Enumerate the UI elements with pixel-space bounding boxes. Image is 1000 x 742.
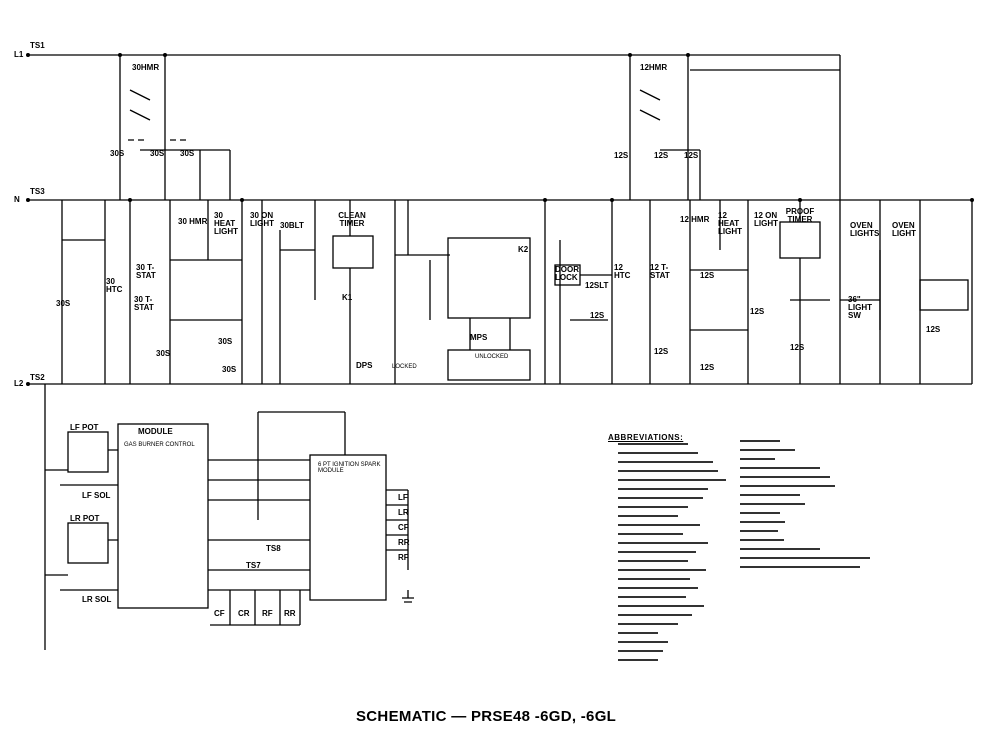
clean-timer-label: CLEAN TIMER — [338, 211, 366, 228]
htc-30-label: 30 HTC — [106, 277, 123, 294]
n-label: N — [14, 195, 20, 204]
mps-box — [447, 349, 531, 381]
gas-burner-control-module — [117, 423, 209, 609]
mps-label: MPS — [470, 333, 488, 342]
relay-12hmr-label: 12HMR — [640, 63, 668, 72]
lf-pot-box — [67, 431, 109, 473]
l1-label: L1 — [14, 50, 24, 59]
lf-sol-label: LF SOL — [82, 491, 111, 500]
k1-label: K1 — [342, 293, 353, 302]
schematic-caption: SCHEMATIC — PRSE48 -6GD, -6GL — [356, 708, 617, 725]
lr-sol-label: LR SOL — [82, 595, 112, 604]
ts8-label: TS8 — [266, 544, 281, 553]
oven-lights-label: OVEN LIGHTS — [850, 221, 880, 238]
output-cf: CF — [398, 523, 409, 532]
lr-pot-box — [67, 522, 109, 564]
contact-12s-c: 12S — [684, 151, 699, 160]
heat-light-12-label: 12 HEAT LIGHT — [718, 211, 742, 236]
output-rf: RF — [398, 553, 409, 562]
proof-timer-box — [779, 221, 821, 259]
contact-12s-mid: 12S — [590, 311, 605, 320]
switch-rr: RR — [284, 609, 296, 618]
tstat-30-a-label: 30 T-STAT — [136, 263, 156, 280]
contact-12s-f: 12S — [654, 347, 669, 356]
contact-12s-i: 12S — [926, 325, 941, 334]
on-light-30-label: 30 ON LIGHT — [250, 211, 274, 228]
contact-12s-g: 12S — [700, 363, 715, 372]
oven-light-label: OVEN LIGHT — [892, 221, 916, 238]
abbreviations-title: ABBREVIATIONS: — [608, 433, 684, 442]
ignition-module-label: 6 PT IGNITION SPARK MODULE — [318, 462, 381, 474]
k2-label: K2 — [518, 245, 529, 254]
door-lock-label: DOOR LOCK — [555, 265, 579, 282]
l2-label: L2 — [14, 379, 24, 388]
switch-rf: RF — [262, 609, 273, 618]
contact-30s-b: 30S — [150, 149, 165, 158]
stat-30hmr-label: 30 HMR — [178, 217, 208, 226]
output-rr: RR — [398, 538, 410, 547]
contact-12s-h: 12S — [790, 343, 805, 352]
output-lr: LR — [398, 508, 409, 517]
contact-30s-d: 30S — [56, 299, 71, 308]
contact-12s-d: 12S — [700, 271, 715, 280]
stat-12hmr-label: 12 HMR — [680, 215, 710, 224]
dps-label: DPS — [356, 361, 373, 370]
tstat-30-b-label: 30 T-STAT — [134, 295, 154, 312]
contact-30s-a: 30S — [110, 149, 125, 158]
switch-12slt-label: 12SLT — [585, 281, 609, 290]
switch-cr: CR — [238, 609, 250, 618]
ts7-label: TS7 — [246, 561, 261, 570]
contact-30s-c: 30S — [180, 149, 195, 158]
tstat-12-label: 12 T-STAT — [650, 263, 670, 280]
heat-light-30-label: 30 HEAT LIGHT — [214, 211, 238, 236]
contact-12s-a: 12S — [614, 151, 629, 160]
light-sw-36-label: 36" LIGHT SW — [848, 295, 872, 320]
contact-12s-e: 12S — [750, 307, 765, 316]
gas-control-label: GAS BURNER CONTROL — [124, 442, 195, 448]
proof-timer-label: PROOF TIMER — [785, 207, 815, 224]
contact-30s-g: 30S — [222, 365, 237, 374]
switch-30blt-label: 30BLT — [280, 221, 304, 230]
ts2-label: TS2 — [30, 373, 45, 382]
lf-pot-label: LF POT — [70, 423, 99, 432]
ts3-label: TS3 — [30, 187, 45, 196]
htc-12-label: 12 HTC — [614, 263, 631, 280]
clean-timer-box — [332, 235, 374, 269]
module-label: MODULE — [138, 427, 173, 436]
lr-pot-label: LR POT — [70, 514, 100, 523]
switch-cf: CF — [214, 609, 225, 618]
contact-12s-b: 12S — [654, 151, 669, 160]
ignition-module — [309, 454, 387, 601]
unlocked-label: UNLOCKED — [475, 354, 509, 360]
contact-30s-e: 30S — [156, 349, 171, 358]
light-sw-box — [919, 279, 969, 311]
on-light-12-label: 12 ON LIGHT — [754, 211, 778, 228]
contact-30s-f: 30S — [218, 337, 233, 346]
output-lf: LF — [398, 493, 408, 502]
k2-box — [447, 237, 531, 319]
locked-label: LOCKED — [392, 364, 417, 370]
ts1-label: TS1 — [30, 41, 45, 50]
relay-30hmr-label: 30HMR — [132, 63, 160, 72]
